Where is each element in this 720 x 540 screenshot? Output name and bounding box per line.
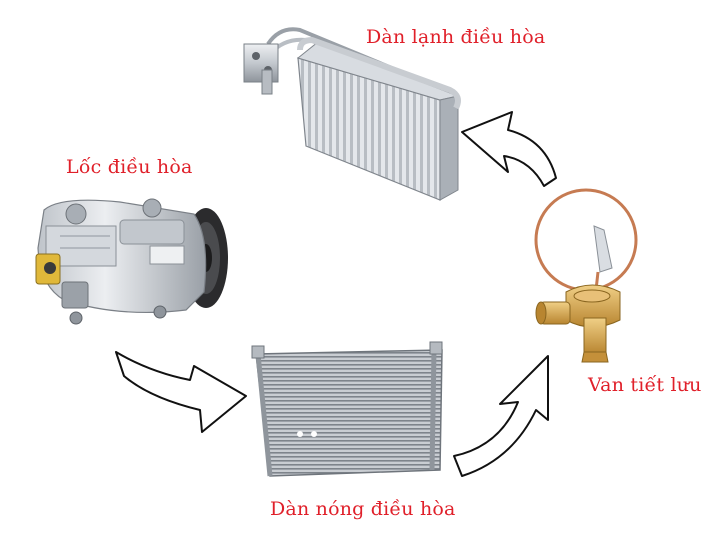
expansion-valve-label: Van tiết lưu bbox=[588, 374, 702, 396]
condenser-icon bbox=[251, 341, 443, 477]
condenser-label: Dàn nóng điều hòa bbox=[270, 498, 456, 520]
compressor-label: Lốc điều hòa bbox=[66, 156, 193, 178]
compressor-icon bbox=[35, 198, 228, 325]
expansion-valve-icon bbox=[534, 188, 638, 363]
arrow-condenser-to-valve bbox=[453, 355, 549, 477]
evaporator-label: Dàn lạnh điều hòa bbox=[366, 26, 546, 48]
evaporator-icon bbox=[243, 27, 461, 201]
arrow-valve-to-evaporator bbox=[461, 111, 557, 187]
arrow-compressor-to-condenser bbox=[115, 351, 247, 433]
